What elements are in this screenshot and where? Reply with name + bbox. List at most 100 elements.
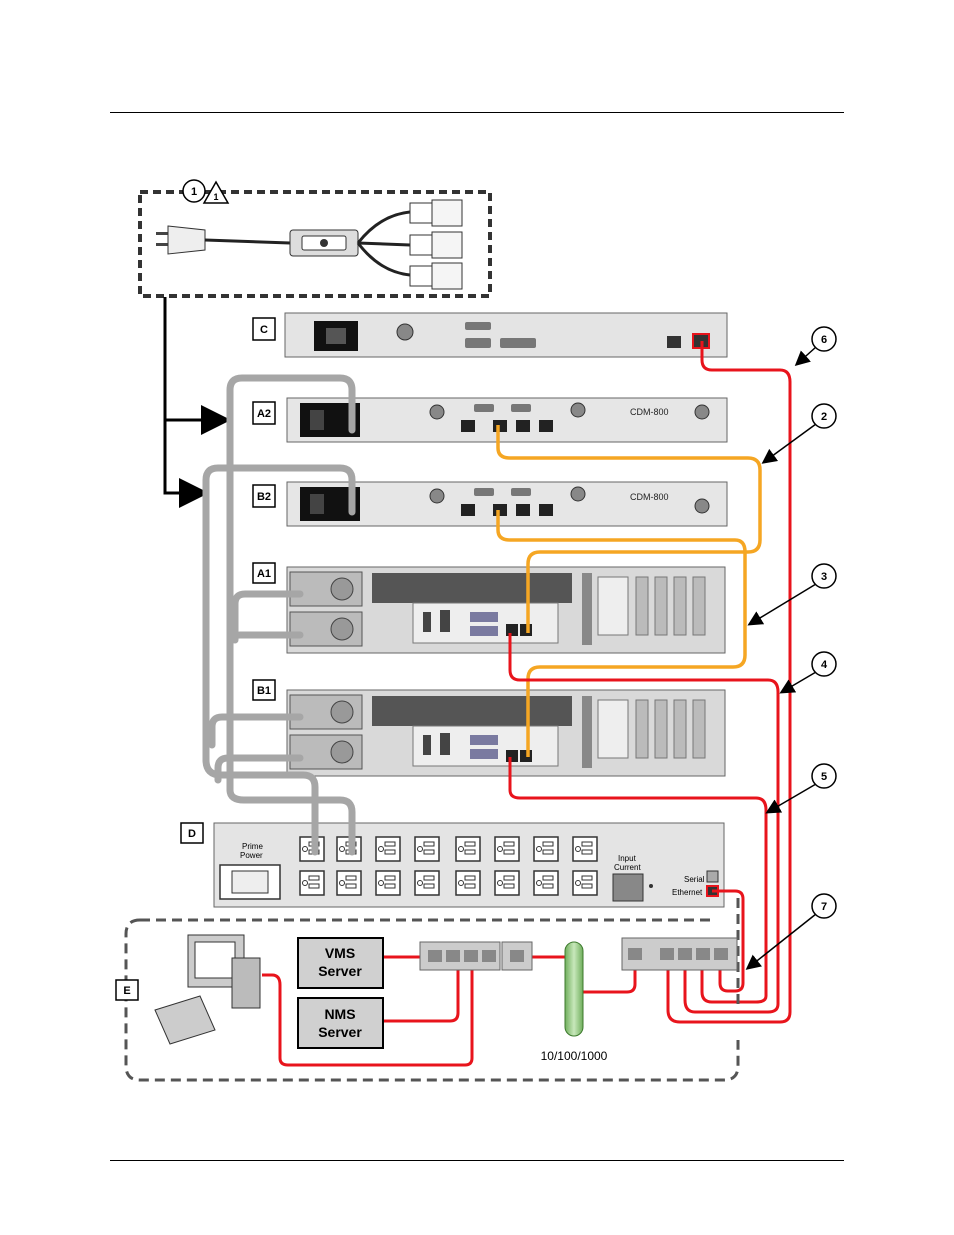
pdu-outlet (572, 870, 598, 896)
pdu-outlet (455, 836, 481, 862)
pdu-outlet (533, 870, 559, 896)
pdu-outlet (375, 836, 401, 862)
outlet-slot (542, 849, 554, 855)
outlet-ground (575, 846, 581, 852)
outlet-slot (464, 875, 476, 881)
outlet-slot (423, 883, 435, 889)
callout-circle (811, 651, 837, 677)
callout-leader-arrow (779, 671, 817, 694)
outlet-ground (417, 880, 423, 886)
orange-ethernet-cables (496, 425, 762, 757)
ethernet-label: Ethernet (672, 888, 703, 897)
outlet-slot (423, 849, 435, 855)
outlet-ground (458, 846, 464, 852)
outlet-slot (542, 841, 554, 847)
callout-label: 3 (821, 571, 827, 583)
callout-circle (811, 563, 837, 589)
outlet-slot (384, 849, 396, 855)
outlet-slot (542, 883, 554, 889)
pdu-outlet (414, 870, 440, 896)
callout-circle (811, 893, 837, 919)
pdu-outlets (299, 836, 598, 896)
outlet-slot (581, 849, 593, 855)
callout-circle (811, 763, 837, 789)
nms-server-box (297, 997, 384, 1049)
pdu-outlet (455, 870, 481, 896)
unit-d-label: D (188, 828, 196, 840)
prime-power-label-2: Power (240, 851, 263, 860)
outlet-ground (417, 846, 423, 852)
outlet-slot (464, 841, 476, 847)
callout-leader-arrow (747, 583, 817, 626)
outlet-ground (378, 846, 384, 852)
outlet-ground (302, 846, 308, 852)
outlet-slot (464, 849, 476, 855)
b2-model-label: CDM-800 (630, 492, 669, 502)
unit-d-pdu: D Prime Power Input Current Serial Ether… (180, 822, 725, 908)
callout-label: 4 (821, 659, 828, 671)
callout-circle (811, 403, 837, 429)
outlet-slot (423, 841, 435, 847)
outlet-slot (581, 875, 593, 881)
outlet-ground (536, 880, 542, 886)
outlet-slot (423, 875, 435, 881)
workstation-icon (154, 934, 261, 1045)
nms-server-label-2: Server (318, 1024, 362, 1040)
outlet-ground (575, 880, 581, 886)
outlet-ground (339, 880, 345, 886)
pdu-outlet (414, 836, 440, 862)
unit-a1-server: A1 (252, 562, 726, 654)
network-backbone (564, 941, 584, 1037)
outlet-ground (458, 880, 464, 886)
callout-label: 5 (821, 771, 827, 783)
outlet-slot (503, 875, 515, 881)
unit-a1-label: A1 (257, 568, 271, 580)
outlet-ground (536, 846, 542, 852)
outlet-slot (384, 875, 396, 881)
warning-triangle-icon (202, 180, 230, 204)
pdu-outlet (494, 836, 520, 862)
outlet-slot (503, 883, 515, 889)
outlet-ground (497, 846, 503, 852)
vms-server-box (297, 937, 384, 989)
outlet-ground (302, 880, 308, 886)
callout-leader-arrow (761, 423, 817, 464)
callout-leader-arrow (745, 913, 817, 970)
input-current-label-2: Current (614, 863, 641, 872)
callout-1-label: 1 (191, 186, 197, 198)
header-rule (110, 112, 844, 113)
pdu-outlet (572, 836, 598, 862)
power-feed-arrow-a2 (163, 297, 231, 435)
outlet-slot (503, 849, 515, 855)
outlet-slot (308, 875, 320, 881)
callout-label: 6 (821, 334, 827, 346)
pdu-outlet (533, 836, 559, 862)
outlet-slot (542, 875, 554, 881)
unit-b1-label: B1 (257, 685, 271, 697)
power-cord-box: 1 1 (138, 179, 492, 298)
outlet-slot (384, 883, 396, 889)
unit-a2-label: A2 (257, 408, 271, 420)
unit-b1-server: B1 (252, 679, 726, 777)
unit-e-network: E VMS Server NMS Server 10/100/1000 (115, 898, 740, 1082)
vms-server-label-1: VMS (325, 945, 355, 961)
a2-model-label: CDM-800 (630, 407, 669, 417)
unit-b2-modem: B2 CDM-800 (252, 481, 728, 527)
power-cables (202, 374, 356, 856)
callout-label: 2 (821, 411, 827, 423)
warning-label: 1 (213, 192, 218, 202)
pdu-outlet (299, 870, 325, 896)
unit-a2-modem: A2 CDM-800 (252, 397, 728, 443)
unit-c-label: C (260, 324, 268, 336)
power-feed-arrow-b2 (163, 420, 209, 508)
callout-leader-arrow (765, 783, 817, 814)
serial-label: Serial (684, 875, 705, 884)
pdu-outlet (494, 870, 520, 896)
outlet-ground (378, 880, 384, 886)
unit-b2-label: B2 (257, 491, 271, 503)
network-speed-label: 10/100/1000 (541, 1049, 608, 1063)
outlet-slot (581, 841, 593, 847)
footer-rule (110, 1160, 844, 1161)
